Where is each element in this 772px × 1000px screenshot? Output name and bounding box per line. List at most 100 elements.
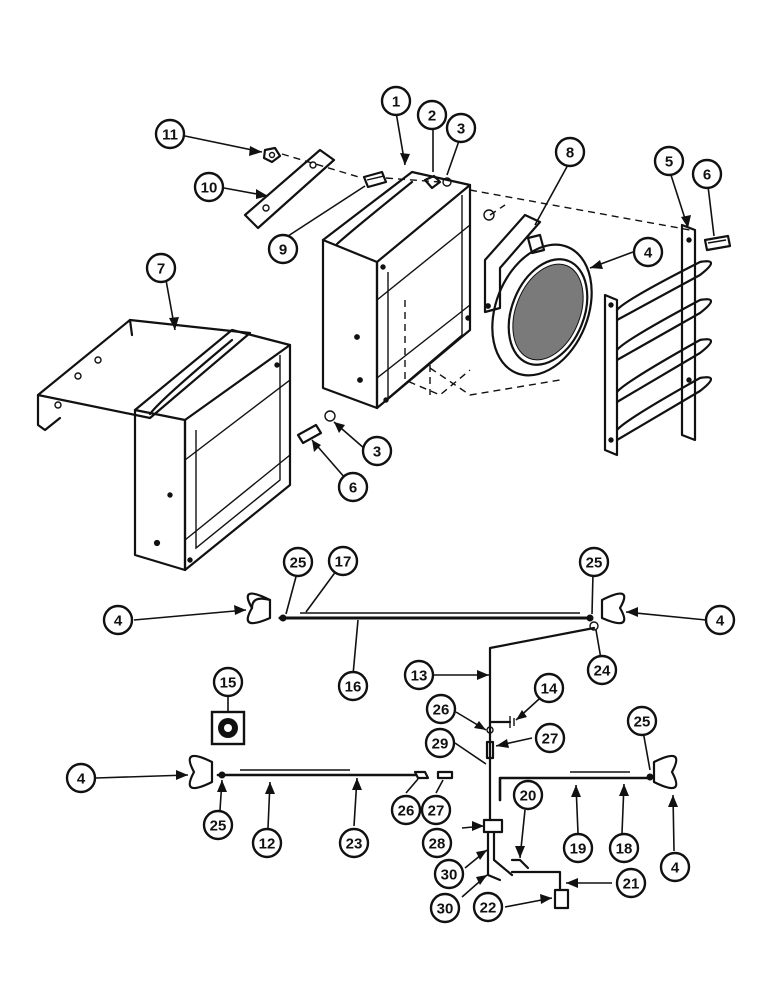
callout-4: 4 [65,762,97,794]
front-box-part [321,170,472,410]
bracket-box-part [36,318,292,572]
lower-bolt-part [296,410,336,445]
callout-6: 6 [691,158,723,190]
callout-label: 24 [594,663,611,680]
callout-26: 26 [390,794,422,826]
callout-label: 26 [433,702,450,719]
lamp-bottom-right [652,754,678,790]
callout-23: 23 [338,827,370,859]
callout-4: 4 [659,851,691,883]
callout-30: 30 [429,892,461,924]
callout-label: 3 [373,444,381,461]
callout-14: 14 [533,672,565,704]
callout-5: 5 [653,145,685,177]
callout-label: 15 [220,675,237,692]
callout-label: 27 [428,803,445,820]
callout-label: 25 [634,714,651,731]
callout-label: 21 [623,876,640,893]
strap-part [243,148,336,230]
callout-25: 25 [202,809,234,841]
callout-19: 19 [562,832,594,864]
callout-label: 25 [210,818,227,835]
callout-label: 2 [428,108,436,125]
callout-20: 20 [512,779,544,811]
callout-label: 5 [665,154,673,171]
callout-28: 28 [421,827,453,859]
callout-label: 7 [157,261,165,278]
callout-4: 4 [632,236,664,268]
callout-7: 7 [145,252,177,284]
callout-3: 3 [361,435,393,467]
callout-label: 25 [586,555,603,572]
callout-label: 26 [398,803,415,820]
callout-15: 15 [212,666,244,698]
callout-label: 4 [114,613,123,630]
lamp-top-right [600,592,626,625]
callout-label: 1 [392,94,400,111]
lamp-top-left [246,592,272,625]
callout-label: 30 [441,867,458,884]
callout-label: 29 [432,736,449,753]
callout-label: 11 [162,127,178,144]
callout-2: 2 [416,99,448,131]
grille-guard-part [603,223,713,457]
callout-label: 6 [349,480,357,497]
callout-13: 13 [403,659,435,691]
callout-21: 21 [615,867,647,899]
callout-10: 10 [193,171,225,203]
callout-label: 23 [346,836,363,853]
callout-22: 22 [472,891,504,923]
callout-16: 16 [337,670,369,702]
callout-label: 12 [259,836,276,853]
callout-29: 29 [424,727,456,759]
callout-label: 4 [77,771,86,788]
callout-label: 9 [279,242,287,259]
callout-3: 3 [445,112,477,144]
callout-18: 18 [608,832,640,864]
callout-label: 25 [290,555,307,572]
callout-8: 8 [554,136,586,168]
callout-25: 25 [626,705,658,737]
callout-27: 27 [534,722,566,754]
callout-27: 27 [420,794,452,826]
callout-25: 25 [578,546,610,578]
callout-9: 9 [267,233,299,265]
callout-4: 4 [102,604,134,636]
callout-label: 18 [616,841,633,858]
switch-box-part [210,710,246,746]
callout-label: 4 [644,245,653,262]
callout-label: 19 [570,841,587,858]
callout-label: 3 [457,121,465,138]
callout-label: 4 [716,613,725,630]
callout-24: 24 [586,654,618,686]
callout-label: 28 [429,836,446,853]
callout-label: 14 [541,681,558,698]
callout-label: 8 [566,145,574,162]
callout-label: 13 [411,668,428,685]
nut-part [262,146,282,164]
callout-26: 26 [425,693,457,725]
callout-label: 27 [542,731,559,748]
leader-lines [95,111,715,908]
callout-1: 1 [380,85,412,117]
callout-30: 30 [433,858,465,890]
callout-12: 12 [251,827,283,859]
callout-label: 17 [335,554,352,571]
callout-label: 16 [345,679,362,696]
callout-label: 30 [437,901,454,918]
callout-label: 22 [480,900,497,917]
callout-11: 11 [154,118,186,150]
callout-17: 17 [327,545,359,577]
washer-nut-part [423,174,452,190]
callout-label: 4 [671,860,680,877]
callout-label: 6 [703,167,711,184]
callout-label: 10 [201,180,218,197]
callout-6: 6 [337,471,369,503]
lamp-bottom-left [188,754,214,790]
bolt-part [362,170,388,189]
callout-25: 25 [282,546,314,578]
headlight-part [483,213,593,377]
arrowheads [169,146,691,904]
